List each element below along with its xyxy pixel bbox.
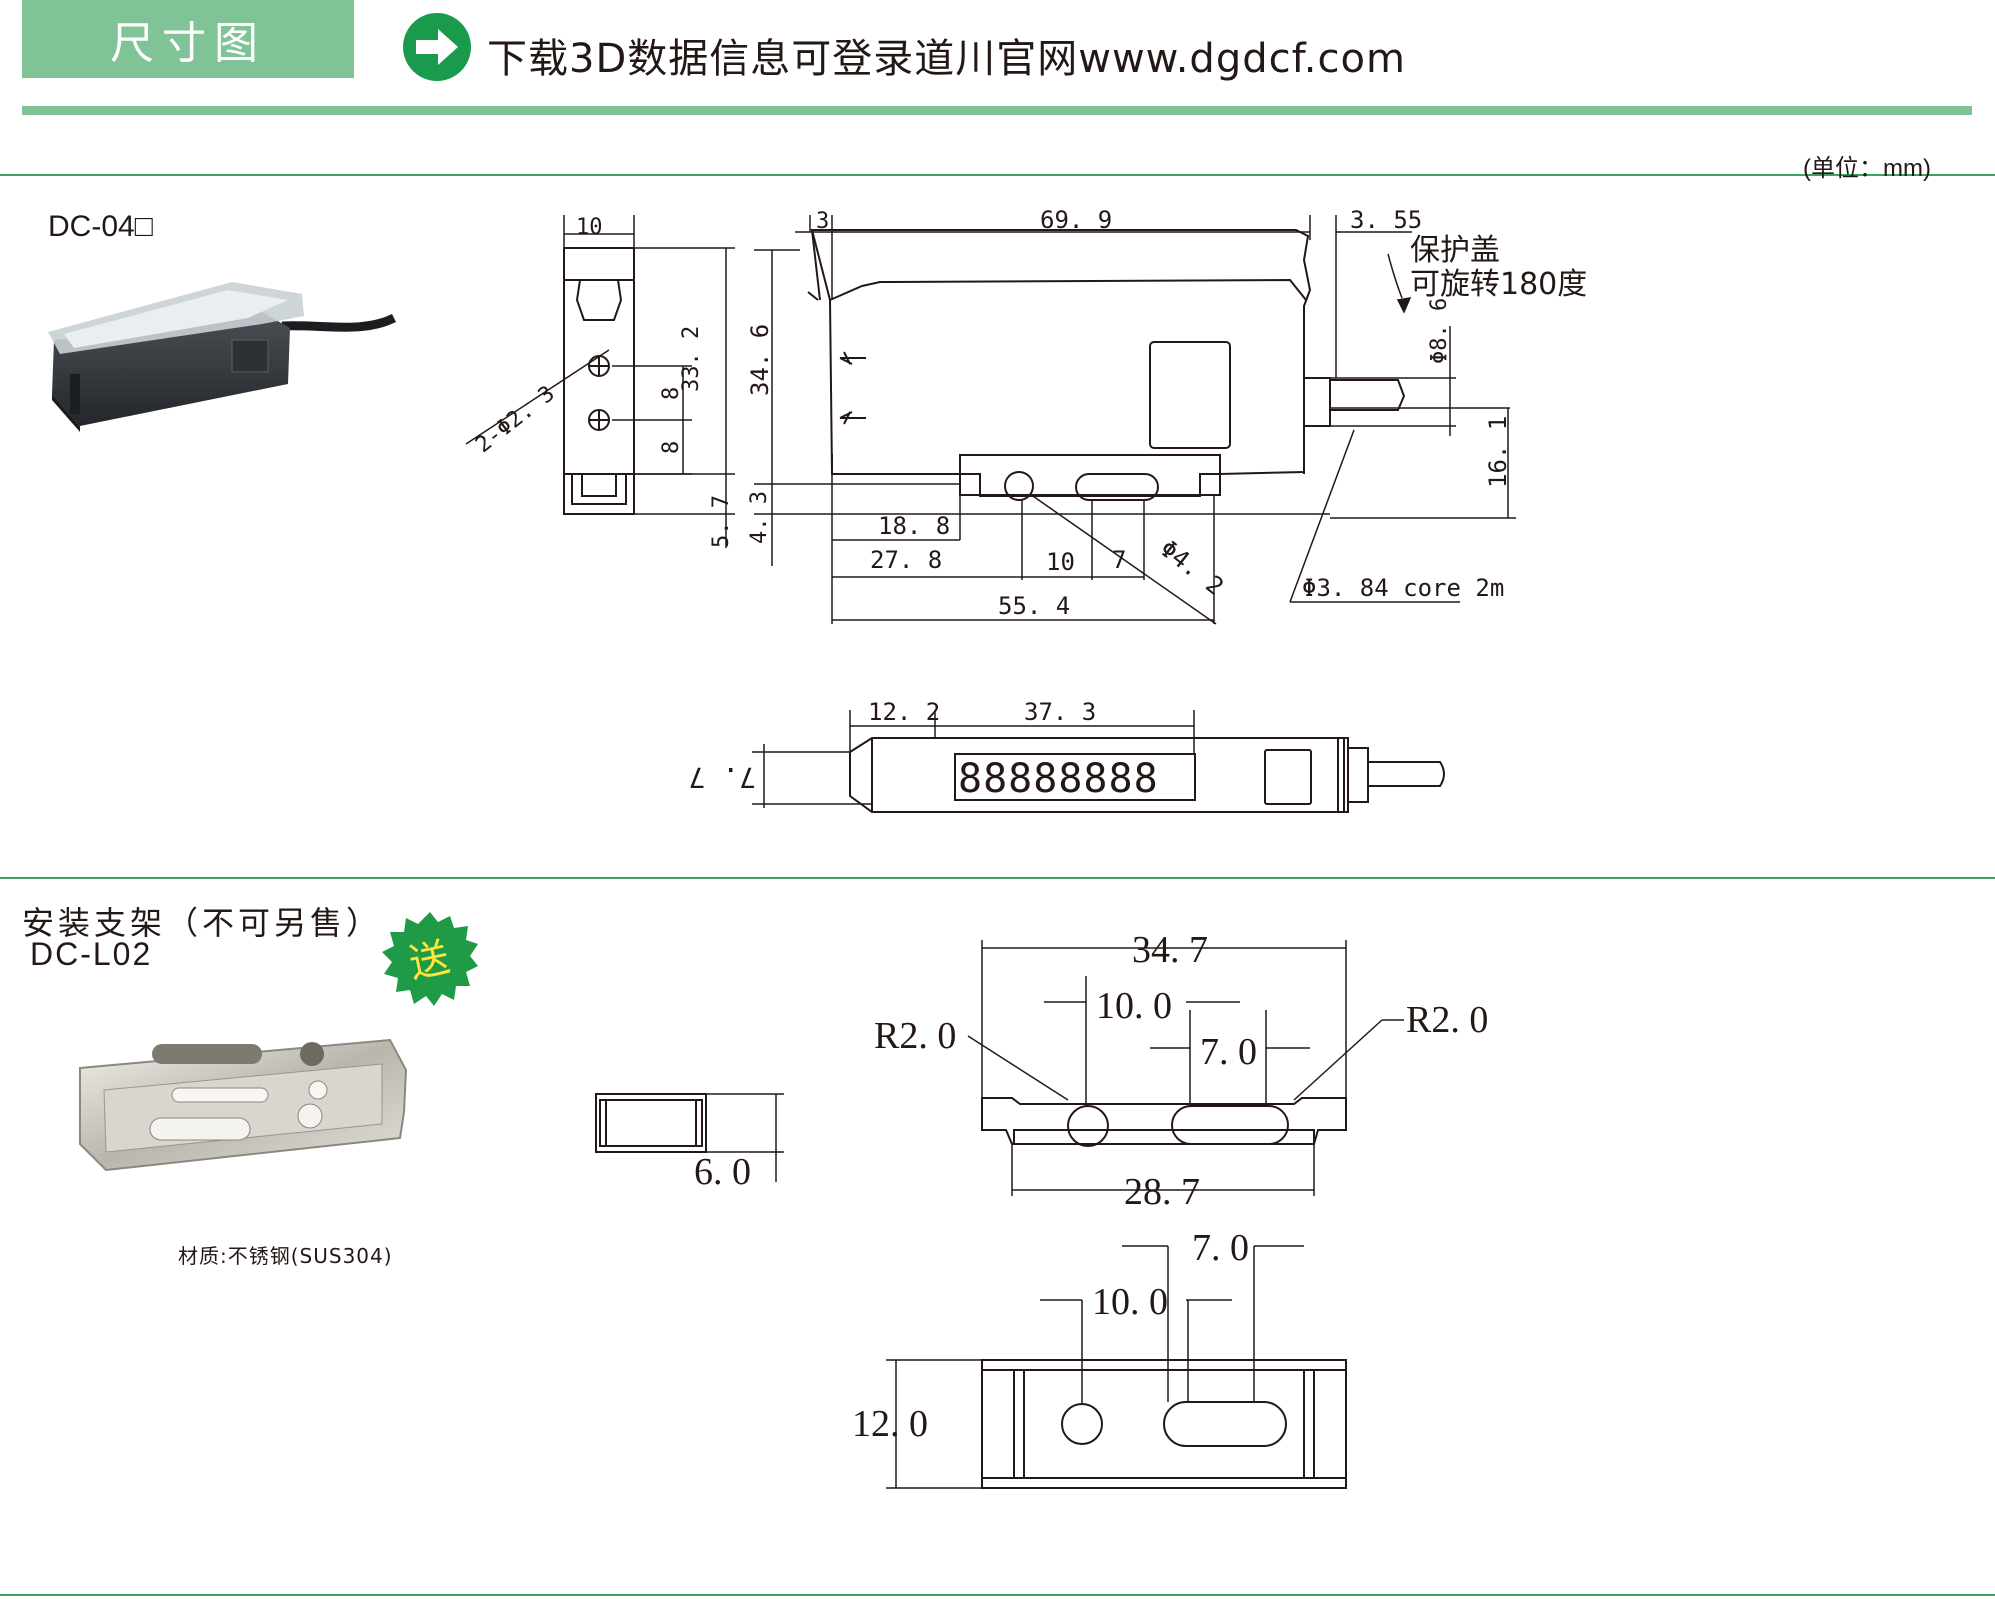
download-info-text: 下载3D数据信息可登录道川官网www.dgdcf.com — [487, 36, 1406, 82]
dim-3-55: 3. 55 — [1350, 206, 1422, 234]
dim-6-0: 6. 0 — [694, 1151, 751, 1193]
bracket-photo — [79, 1038, 408, 1172]
dim-phi-8-6: Φ8. 6 — [1427, 298, 1452, 364]
bracket-title: 安装支架（不可另售） — [22, 904, 383, 942]
section-divider — [0, 174, 1995, 176]
dim-28-7: 28. 7 — [1124, 1171, 1200, 1213]
product-model: DC-04□ — [48, 210, 153, 243]
sensor-dimension-drawing: 10 33. 2 8 8 5. 7 2-Φ2. 3 — [465, 206, 1587, 813]
radius-right: R2. 0 — [1406, 999, 1488, 1041]
dim-10-bottom: 10 — [1046, 548, 1075, 576]
dim-4-3: 4. 3 — [747, 491, 772, 544]
dim-10-0-b: 10. 0 — [1092, 1281, 1168, 1323]
cover-note-line1: 保护盖 — [1410, 233, 1500, 268]
dim-8a: 8 — [659, 387, 684, 400]
material-label: 材质:不锈钢(SUS304) — [178, 1244, 393, 1268]
dim-5-7: 5. 7 — [709, 495, 734, 548]
dim-10-0-a: 10. 0 — [1096, 985, 1172, 1027]
dim-34-7: 34. 7 — [1132, 929, 1208, 971]
free-gift-badge: 送 — [382, 912, 478, 1006]
dim-7-7: 7. 7 — [689, 761, 756, 794]
dim-18-8: 18. 8 — [878, 512, 950, 540]
dim-69-9: 69. 9 — [1040, 206, 1112, 234]
arrow-right-icon — [403, 13, 471, 81]
dim-37-3: 37. 3 — [1024, 698, 1096, 726]
dim-55-4: 55. 4 — [998, 592, 1070, 620]
bracket-model: DC-L02 — [30, 936, 153, 972]
dim-33-2: 33. 2 — [679, 326, 704, 392]
dim-10-top: 10 — [576, 215, 603, 240]
dim-34-6: 34. 6 — [746, 324, 774, 396]
sensor-photo — [48, 282, 397, 432]
dim-3: 3 — [816, 209, 829, 234]
dim-12-0: 12. 0 — [852, 1403, 928, 1445]
cable-note: Φ3. 84 core 2m — [1302, 574, 1504, 602]
dim-phi-4-2: Φ4. 2 — [1155, 534, 1229, 601]
display-digits: 88888888 — [958, 756, 1159, 802]
dim-27-8: 27. 8 — [870, 546, 942, 574]
cover-note-line2: 可旋转180度 — [1410, 267, 1587, 302]
header-divider — [22, 106, 1972, 115]
dim-12-2: 12. 2 — [868, 698, 940, 726]
dim-2phi: 2-Φ2. 3 — [471, 381, 559, 458]
dim-7-0-b: 7. 0 — [1192, 1227, 1249, 1269]
bracket-dimension-drawing: 6. 0 34. 7 10. 0 7. 0 R2. 0 R2. 0 28. 7 … — [595, 929, 1488, 1489]
unit-label: (单位：mm) — [1803, 155, 1931, 182]
badge-text: 送 — [405, 934, 454, 987]
dim-7-0-a: 7. 0 — [1200, 1031, 1257, 1073]
dim-7: 7 — [1112, 546, 1126, 574]
section-title: 尺寸图 — [22, 0, 354, 78]
dim-16-1: 16. 1 — [1484, 416, 1512, 488]
section-divider — [0, 877, 1995, 879]
radius-left: R2. 0 — [874, 1015, 956, 1057]
section-divider — [0, 1594, 1995, 1596]
dim-8b: 8 — [659, 441, 684, 454]
